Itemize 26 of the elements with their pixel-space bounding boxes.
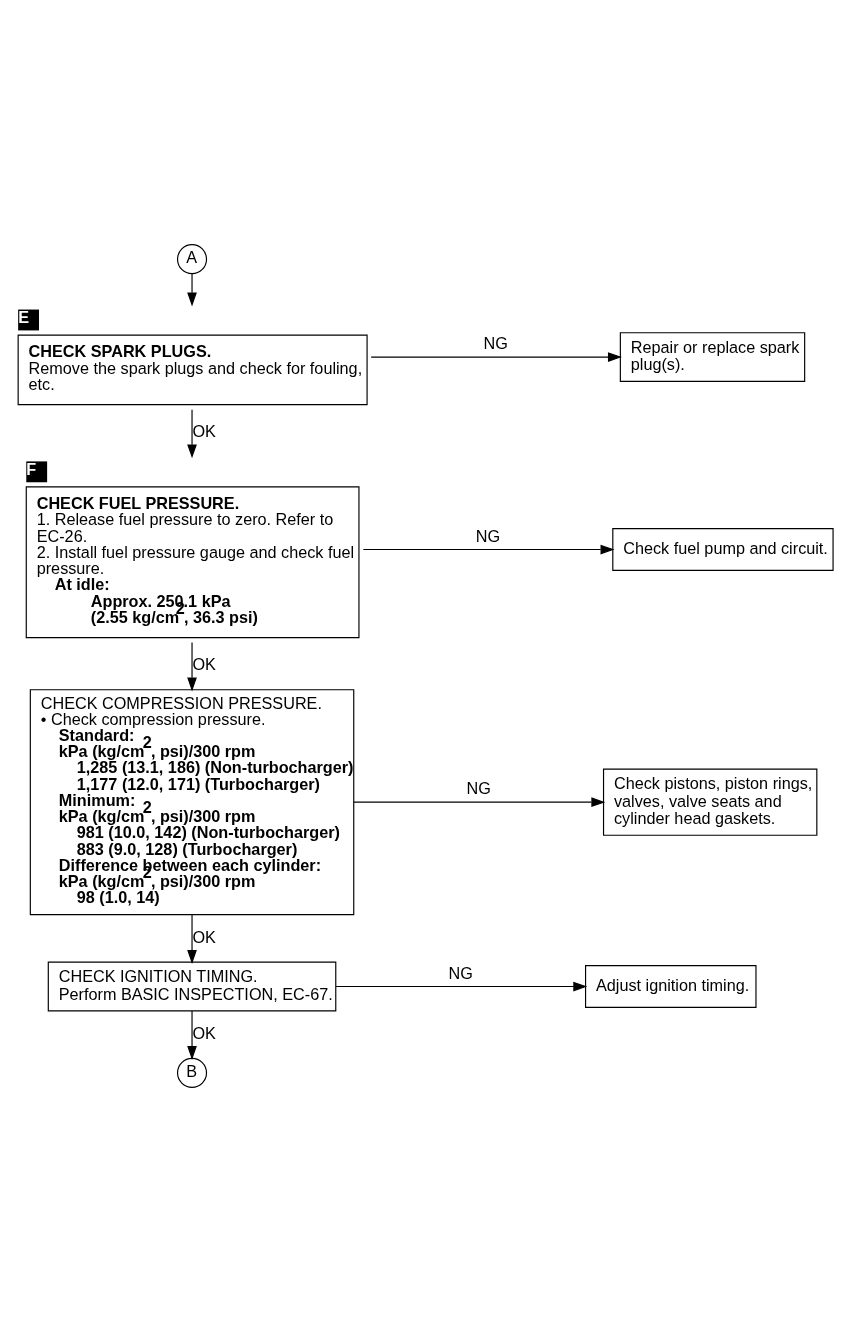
- arrow: [362, 544, 615, 554]
- arrow: [187, 408, 197, 458]
- edge-label: OK: [192, 927, 216, 946]
- arrow: [370, 351, 622, 362]
- node-circle: B: [176, 1057, 208, 1088]
- arrow: [335, 981, 588, 991]
- edge-label: OK: [192, 654, 216, 673]
- arrow: [187, 913, 197, 964]
- edge-label: NG: [483, 333, 508, 352]
- node-circle: A: [176, 243, 208, 274]
- edge-label: OK: [192, 421, 216, 440]
- edge-label: NG: [448, 963, 473, 982]
- edge-label: NG: [475, 526, 501, 545]
- node-box: Repair or replace spark plug(s).: [619, 331, 806, 382]
- arrow: [353, 796, 606, 807]
- node-box: CHECK IGNITION TIMING. Perform BASIC INSPECTION, EC-67.: [47, 961, 337, 1011]
- arrow: [187, 1010, 197, 1060]
- edge-label: OK: [192, 1023, 216, 1042]
- node-box: Check fuel pump and circuit.: [612, 527, 834, 571]
- arrow: [187, 641, 197, 691]
- node-label: F: [26, 459, 37, 478]
- node-box: Adjust ignition timing.: [585, 964, 757, 1008]
- node-label: E: [18, 307, 29, 326]
- arrow: [187, 272, 197, 306]
- edge-label: NG: [466, 778, 491, 797]
- node-box: Check pistons, piston rings, valves, valve seats and cylinder head gaskets.: [602, 768, 818, 836]
